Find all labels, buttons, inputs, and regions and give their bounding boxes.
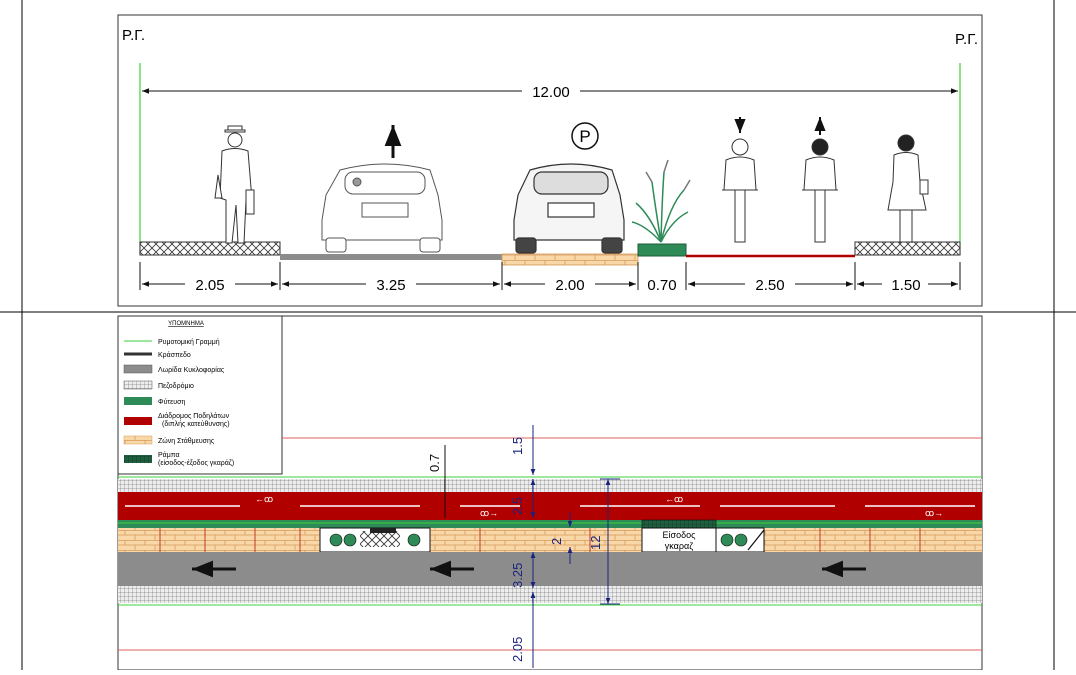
dim-sidewalk-left: 2.05 (195, 277, 224, 294)
plan-dim-2-5: 2.5 (510, 497, 525, 515)
legend-title: ΥΠΟΜΝΗΜΑ (168, 321, 204, 327)
svg-text:Πεζοδρόμιο: Πεζοδρόμιο (158, 382, 194, 390)
cyclist-figure-down (722, 138, 758, 243)
garage-entrance-line2: γκαραζ (665, 541, 693, 551)
car-rear-view-moving (321, 163, 443, 253)
plan-dim-3-25: 3.25 (510, 563, 525, 588)
parking-zone (501, 253, 639, 266)
plan-bike-lane (118, 492, 982, 520)
legend-item-planting: Φύτευση (124, 397, 185, 406)
traffic-lane (280, 254, 502, 260)
sidewalk-right (854, 241, 961, 256)
legend-item-ramp: Ράμπα (είσοδος-έξοδος γκαράζ) (124, 451, 234, 467)
pedestrian-woman-figure (887, 134, 929, 243)
svg-text:←ꝏ: ←ꝏ (255, 494, 273, 504)
svg-text:(είσοδος-έξοδος γκαράζ): (είσοδος-έξοδος γκαράζ) (158, 459, 234, 467)
legend-item-traffic-lane: Λωρίδα Κυκλοφορίας (123, 364, 225, 374)
plan-dimension-lines (444, 425, 620, 668)
plan-guide-lines (118, 437, 982, 651)
svg-text:P: P (579, 127, 590, 146)
plan-dim-2: 2 (549, 538, 564, 545)
car-rear-view-parked (513, 163, 625, 254)
sidewalk-left (139, 241, 281, 256)
plan-dim-12: 12 (588, 536, 603, 550)
cyclist-figure-up (802, 138, 838, 243)
dim-planting: 0.70 (647, 277, 676, 294)
dim-sidewalk-right: 1.50 (891, 277, 920, 294)
legend: ΥΠΟΜΝΗΜΑ Ρυμοτομική Γραμμή Κράσπεδο Λωρί… (117, 315, 283, 475)
plan-planter-box (319, 527, 431, 553)
svg-text:Ρυμοτομική Γραμμή: Ρυμοτομική Γραμμή (158, 339, 220, 346)
plan-planting-strip (118, 520, 982, 528)
plan-parking-zone (118, 528, 982, 552)
dim-traffic-lane: 3.25 (376, 277, 405, 294)
svg-text:Κράσπεδο: Κράσπεδο (158, 351, 191, 359)
total-width-label: 12.00 (532, 84, 570, 101)
legend-item-sidewalk: Πεζοδρόμιο (123, 380, 194, 390)
garage-entrance: Είσοδος γκαραζ (641, 527, 717, 553)
row-line-label-right: Ρ.Γ. (955, 31, 978, 48)
plan-dim-1-5: 1.5 (510, 437, 525, 455)
svg-text:Ζώνη Στάθμευσης: Ζώνη Στάθμευσης (158, 437, 215, 445)
plan-ramp (641, 519, 717, 529)
legend-item-boundary: Ρυμοτομική Γραμμή (124, 339, 220, 346)
svg-text:ꝏ→: ꝏ→ (480, 508, 498, 518)
pedestrian-man-figure (214, 125, 255, 244)
svg-text:Διάδρομος Ποδηλάτων: Διάδρομος Ποδηλάτων (158, 412, 230, 420)
plan-boundary-lines (118, 476, 982, 606)
garage-entrance-line1: Είσοδος (663, 530, 697, 540)
planting-strip (637, 243, 687, 257)
dim-bike-lane: 2.50 (755, 277, 784, 294)
svg-text:(διπλής κατεύθυνσης): (διπλής κατεύθυνσης) (162, 420, 230, 428)
row-line-label-left: Ρ.Γ. (122, 27, 145, 44)
plan-dim-2-05: 2.05 (510, 637, 525, 662)
legend-item-curb: Κράσπεδο (124, 351, 191, 359)
svg-text:←ꝏ: ←ꝏ (665, 494, 683, 504)
parking-sign-icon: P (571, 122, 599, 150)
dim-parking: 2.00 (555, 277, 584, 294)
plan-sidewalk-bottom (118, 586, 982, 603)
svg-text:ꝏ→: ꝏ→ (925, 508, 943, 518)
cross-section: Ρ.Γ. Ρ.Γ. 12.00 (117, 14, 983, 307)
bike-symbols: ←ꝏ ꝏ→ ←ꝏ ꝏ→ (255, 494, 943, 518)
plan-sidewalk-top (118, 479, 982, 492)
plan-view: ΥΠΟΜΝΗΜΑ Ρυμοτομική Γραμμή Κράσπεδο Λωρί… (117, 315, 983, 671)
svg-text:Ράμπα: Ράμπα (158, 451, 180, 459)
svg-text:Φύτευση: Φύτευση (158, 398, 185, 406)
plant-icon (631, 159, 691, 243)
legend-item-parking: Ζώνη Στάθμευσης (123, 435, 215, 445)
svg-text:Λωρίδα Κυκλοφορίας: Λωρίδα Κυκλοφορίας (158, 366, 225, 374)
plan-dim-0-7: 0.7 (427, 454, 442, 472)
plan-planter-small (715, 527, 765, 553)
legend-item-bike-lane: Διάδρομος Ποδηλάτων (διπλής κατεύθυνσης) (124, 412, 230, 428)
